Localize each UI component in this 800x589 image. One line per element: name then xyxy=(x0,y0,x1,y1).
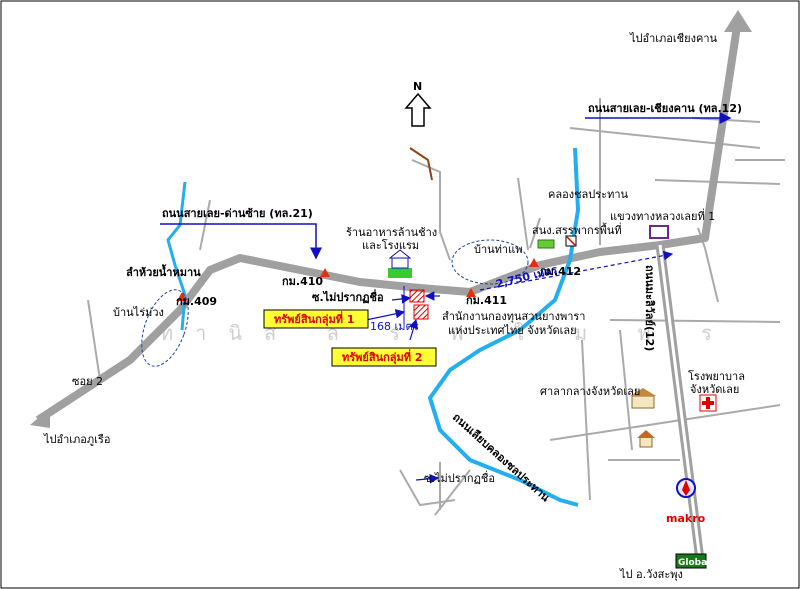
km411-marker-icon xyxy=(466,288,476,297)
label-court: ศาลากลางจังหวัดเลย xyxy=(540,385,640,398)
leader-soi-2 xyxy=(415,473,440,484)
property-group-2-label: ทรัพย์สินกลุ่มที่ 2 xyxy=(342,349,422,365)
label-canal-main: คลองชลประทาน xyxy=(548,188,629,201)
km410-marker-icon xyxy=(320,268,330,277)
label-hospital-2: จังหวัดเลย xyxy=(690,383,739,396)
property-group-2-box: ทรัพย์สินกลุ่มที่ 2 xyxy=(331,347,437,367)
label-rai-muang: บ้านไร่ม่วง xyxy=(113,306,164,319)
km409-marker-icon xyxy=(177,292,187,301)
gas-station-icon xyxy=(676,478,696,498)
leader-prop-2 xyxy=(408,318,419,341)
north-label: N xyxy=(413,80,422,93)
canal xyxy=(427,147,581,507)
label-creek: ลำห้วยน้ำหมาน xyxy=(126,264,201,279)
house-icon xyxy=(637,430,655,448)
label-junction: แขวงทางหลวงเลยที่ 1 xyxy=(610,208,715,223)
area-tha-phae xyxy=(451,239,529,285)
label-office: สนง.สรรพากรพื้นที่ xyxy=(532,222,622,237)
label-restaurant-2: และโรงแรม xyxy=(362,238,419,252)
leader-prop-1 xyxy=(365,309,406,321)
north-arrow-icon xyxy=(404,92,432,127)
label-road-mali-wan: ถนนมะลิวัลย์(12) xyxy=(643,265,656,351)
leader-road-21 xyxy=(160,223,322,260)
label-distance-168: 168 เมตร xyxy=(370,320,419,333)
global-icon xyxy=(675,553,707,569)
area-rai-muang xyxy=(141,289,189,367)
label-rubber-office-1: สำนักงานกองทุนสวนยางพารา xyxy=(442,310,585,323)
label-tha-phae: บ้านท่าแพ xyxy=(474,243,522,256)
label-hospital-1: โรงพยาบาล xyxy=(688,369,745,383)
label-soi-mai-prakot: ซ.ไม่ปรากฏชื่อ xyxy=(312,289,384,304)
restaurant-icon xyxy=(388,249,412,278)
label-km411: กม.411 xyxy=(466,294,507,307)
hospital-icon xyxy=(699,394,717,412)
label-makro: makro xyxy=(666,512,706,525)
parcel-1 xyxy=(409,289,425,303)
label-soi-2: ซอย 2 xyxy=(72,375,103,388)
label-road-21: ถนนสายเลย-ด่านซ้าย (ทล.21) xyxy=(162,207,313,220)
brown-track xyxy=(409,147,433,181)
label-km410: กม.410 xyxy=(282,275,323,288)
label-km409: กม.409 xyxy=(176,295,217,308)
property-group-1-box: ทรัพย์สินกลุ่มที่ 1 xyxy=(263,309,369,329)
leader-soi xyxy=(391,294,412,304)
label-to-chiang-khan: ไปอำเภอเชียงคาน xyxy=(629,32,717,45)
arrow-north-head xyxy=(724,10,752,32)
label-rubber-office-2: แห่งประเทศไทย จังหวัดเลย xyxy=(448,324,577,337)
minor-roads xyxy=(87,98,785,516)
arrow-west-head xyxy=(30,408,50,428)
court-icon xyxy=(630,388,656,409)
parcel-2 xyxy=(413,304,429,320)
km412-marker-icon xyxy=(529,258,539,267)
junction-icon xyxy=(649,225,669,239)
distance-2750-line xyxy=(479,250,674,291)
label-to-wang-saphung: ไป อ.วังสะพุง xyxy=(619,568,683,581)
property-group-1-label: ทรัพย์สินกลุ่มที่ 1 xyxy=(274,311,354,327)
label-km412: กม.412 xyxy=(540,265,581,278)
office-icon xyxy=(537,239,555,249)
label-soi-mai-prakot-2: ซ.ไม่ปรากฏชื่อ xyxy=(424,470,495,485)
label-global: Global xyxy=(678,558,710,568)
label-restaurant: ร้านอาหารล้านช้าง xyxy=(346,226,437,239)
label-to-phu-ruea: ไปอำเภอภูเรือ xyxy=(43,433,110,446)
label-road-12: ถนนสายเลย-เชียงคาน (ทล.12) xyxy=(588,102,742,115)
